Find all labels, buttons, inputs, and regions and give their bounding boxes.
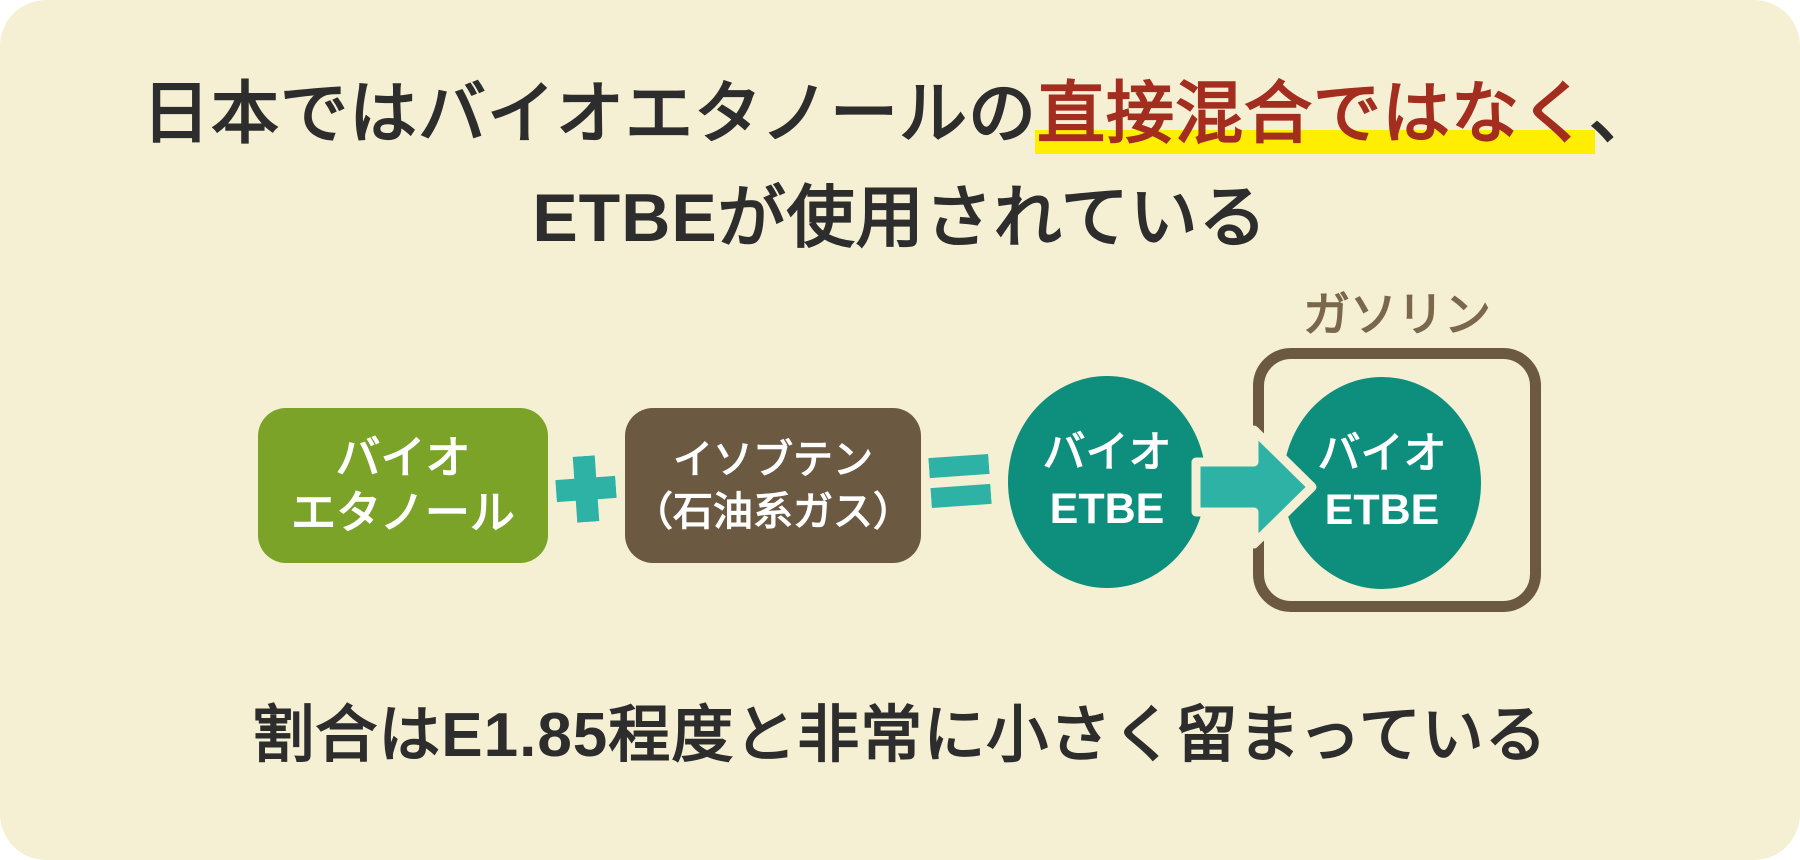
title-line1-highlighted: 直接混合ではなく [1036,76,1589,152]
equals-icon [928,450,992,512]
isobutene-box: イソブテン （石油系ガス） [625,408,921,563]
arrow-right-icon [1190,422,1322,552]
bio-etbe-label-line2: ETBE [1049,485,1165,533]
isobutene-label-line1: イソブテン [673,437,873,482]
plus-icon [554,454,618,524]
title-line1-suffix: 、 [1588,76,1658,152]
bio-etbe-in-gasoline-label-line2: ETBE [1324,486,1440,534]
bio-etbe-in-gasoline-circle: バイオ ETBE [1283,377,1481,589]
title-line-2: ETBEが使用されている [532,180,1268,256]
bio-etbe-in-gasoline-label-line1: バイオ [1317,430,1447,479]
title-line-1: 日本ではバイオエタノールの直接混合ではなく、 [0,62,1800,166]
bio-etbe-circle: バイオ ETBE [1008,376,1206,588]
bio-ethanol-label-line2: エタノール [291,486,515,538]
bio-etbe-label-line1: バイオ [1042,429,1172,478]
bio-ethanol-label-line1: バイオ [335,431,471,483]
page-title: 日本ではバイオエタノールの直接混合ではなく、 ETBEが使用されている [0,62,1800,270]
title-line1-prefix: 日本ではバイオエタノールの [142,76,1037,152]
isobutene-label-line2: （石油系ガス） [633,489,913,534]
footer-note: 割合はE1.85程度と非常に小さく留まっている [252,701,1548,770]
gasoline-label: ガソリン [1303,288,1491,341]
bio-ethanol-box: バイオ エタノール [258,408,548,563]
